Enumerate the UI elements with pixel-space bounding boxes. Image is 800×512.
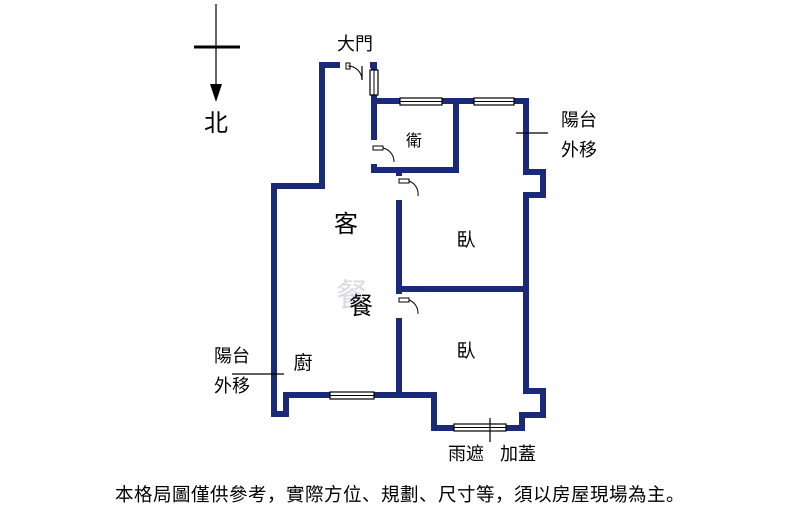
compass: 北 [194, 4, 240, 137]
watermark-text: 餐 [336, 276, 368, 314]
rain-cover-extension-label: 加蓋 [500, 444, 536, 465]
living-room-label: 客 [334, 210, 358, 238]
north-label: 北 [204, 109, 228, 137]
dining-room-label: 餐 [349, 292, 373, 320]
bedroom-north-label: 臥 [456, 229, 475, 251]
balcony-east-label-line2: 外移 [561, 140, 597, 161]
kitchen-label: 廚 [293, 351, 312, 374]
outer-wall [271, 62, 546, 431]
north-arrow-icon [210, 84, 222, 102]
window-entry [369, 69, 379, 96]
window-bedroom-south [453, 423, 507, 432]
main-door [340, 60, 370, 81]
window-kitchen [329, 391, 375, 400]
windows [329, 69, 515, 432]
main-door-label: 大門 [337, 34, 373, 55]
doors [340, 60, 419, 318]
balcony-east-label-line1: 陽台 [561, 110, 597, 131]
rain-cover-label: 雨遮 [448, 444, 484, 465]
balcony-west-label-line1: 陽台 [214, 346, 250, 367]
window-bedroom-north [473, 97, 515, 106]
window-bath-north [399, 97, 443, 106]
bathroom-wall [371, 98, 459, 173]
balcony-west-label-line2: 外移 [214, 376, 250, 397]
disclaimer-text: 本格局圖僅供參考，實際方位、規劃、尺寸等，須以房屋現場為主。 [114, 485, 685, 506]
walls [271, 62, 546, 431]
bathroom-label: 衛 [406, 131, 422, 150]
bedroom-south-label: 臥 [456, 340, 475, 362]
bathroom-door [371, 140, 395, 164]
bedroom-north-door [396, 176, 419, 200]
bedroom-south-door [396, 294, 419, 318]
